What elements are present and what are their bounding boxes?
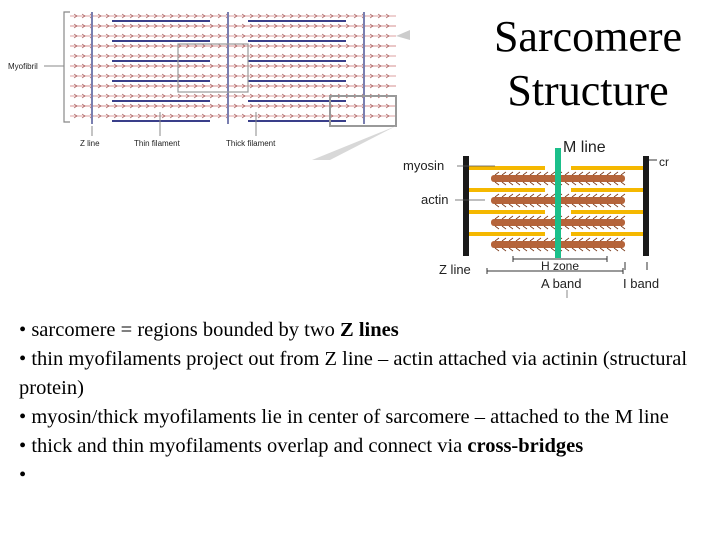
sarcomere-diagram: M line cr myosin actin Z line H zone A b… [403, 139, 669, 298]
myofibril-label: Myofibril [8, 62, 38, 71]
m-line-label: M line [563, 139, 606, 156]
actin-label: actin [421, 192, 448, 207]
i-band-label: I band [623, 276, 659, 291]
m-line [555, 148, 561, 258]
z-line-label-top: Z line [80, 139, 100, 148]
bullet-5: • [19, 464, 27, 486]
filament-rows [70, 13, 396, 122]
z-line-left [463, 156, 469, 256]
thin-filament-label: Thin filament [134, 139, 181, 148]
sarcomere-filaments [469, 166, 643, 252]
title-line-2: Structure [507, 66, 669, 115]
h-zone-label: H zone [541, 259, 579, 273]
bullet-3: • myosin/thick myofilaments lie in cente… [19, 406, 669, 428]
bullet-1: • sarcomere = regions bounded by two Z l… [19, 319, 399, 341]
title-line-1: Sarcomere [493, 12, 683, 61]
bullet-list: • sarcomere = regions bounded by two Z l… [19, 316, 699, 490]
z-line-right [643, 156, 649, 256]
a-band-label: A band [541, 276, 582, 291]
slide-title: Sarcomere Structure [478, 10, 698, 118]
thick-filament-label: Thick filament [226, 139, 276, 148]
myofibril-diagram: Myofibril Z line Thin filament Thick fil… [8, 11, 410, 160]
bullet-4: • thick and thin myofilaments overlap an… [19, 435, 584, 457]
myosin-label: myosin [403, 158, 444, 173]
cr-label: cr [659, 155, 669, 169]
bullet-2: • thin myofilaments project out from Z l… [19, 348, 688, 399]
z-line-label: Z line [439, 262, 471, 277]
